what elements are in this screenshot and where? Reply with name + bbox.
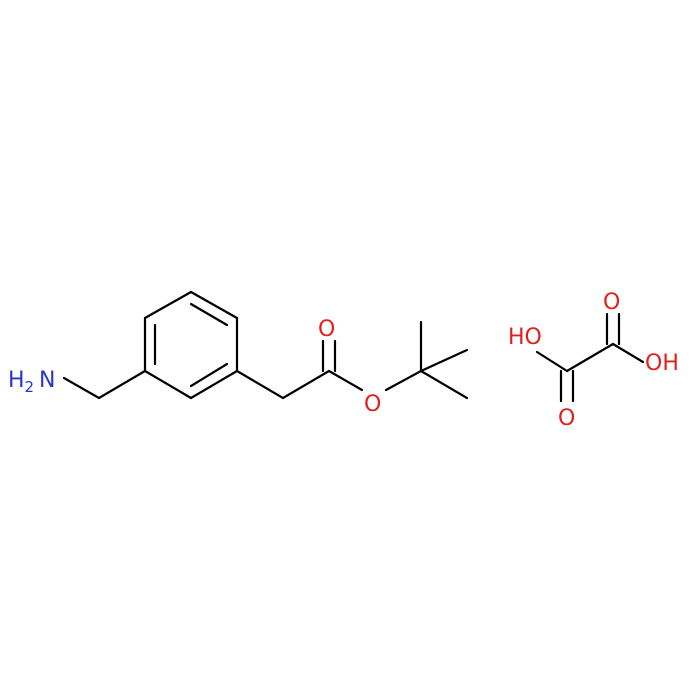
ring-bond-1 (189, 290, 239, 320)
ring-double-bond-1 (189, 302, 229, 327)
tbu-methyl-right-down (419, 369, 469, 400)
oxalic-oh-left-label: HO (508, 325, 542, 350)
ester-molecule: H2 N O O (8, 290, 469, 417)
ring-bond-4 (143, 369, 193, 400)
oxalic-c-c-bond (565, 342, 615, 373)
amine-n-label: N (39, 368, 55, 393)
bond-ring-ch2 (97, 369, 147, 400)
oxalic-o-top-label: O (603, 290, 620, 315)
amine-h2-label: H2 (8, 368, 34, 396)
bond-ch2-carbonyl (281, 369, 331, 400)
tbu-methyl-right-up (419, 348, 469, 373)
oxalic-c2-oh-bond (611, 342, 645, 364)
oxalic-acid-molecule: HO O OH O (508, 290, 679, 431)
ring-double-bond-2 (189, 362, 229, 388)
ring-bond-3 (189, 369, 239, 400)
oxalic-c1-oh-bond (535, 350, 569, 373)
ring-bond-6 (143, 290, 193, 320)
bond-ring-ch2-acetate (235, 369, 285, 400)
bond-o-tbu (384, 369, 423, 392)
ester-carbonyl-o-label: O (318, 317, 335, 342)
bond-ch2-n (62, 376, 101, 400)
bond-carbonyl-o (327, 369, 364, 392)
oxalic-o-bottom-label: O (558, 406, 575, 431)
oxalic-oh-right-label: OH (645, 351, 679, 376)
ester-o-label: O (364, 392, 381, 417)
